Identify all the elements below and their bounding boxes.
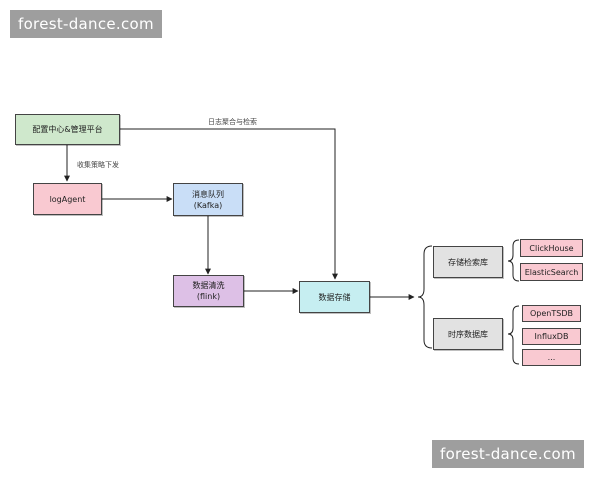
node-config-center-label: 配置中心&管理平台 xyxy=(32,125,103,134)
node-clickhouse-label: ClickHouse xyxy=(529,243,574,253)
node-ellipsis[interactable]: ... xyxy=(522,349,581,366)
watermark-top: forest-dance.com xyxy=(10,10,162,38)
node-ellipsis-label: ... xyxy=(547,353,556,362)
watermark-bottom: forest-dance.com xyxy=(432,440,584,468)
node-influxdb-label: InfluxDB xyxy=(534,332,569,341)
node-message-queue[interactable]: 消息队列 (Kafka) xyxy=(173,183,243,216)
node-opentsdb[interactable]: OpenTSDB xyxy=(522,305,581,322)
brace-search-dbs xyxy=(507,239,520,282)
node-config-center[interactable]: 配置中心&管理平台 xyxy=(15,114,120,145)
node-data-storage[interactable]: 数据存储 xyxy=(299,281,370,313)
node-data-cleaning-sublabel: (flink) xyxy=(196,292,221,301)
node-storage-search-db-label: 存储检索库 xyxy=(448,257,488,267)
node-log-agent-label: logAgent xyxy=(49,194,86,204)
node-elasticsearch[interactable]: ElasticSearch xyxy=(520,263,583,281)
edge-label-log-aggregation: 日志聚合与检索 xyxy=(208,118,257,126)
node-message-queue-sublabel: (Kafka) xyxy=(193,200,223,210)
node-clickhouse[interactable]: ClickHouse xyxy=(520,239,583,257)
node-opentsdb-label: OpenTSDB xyxy=(530,309,573,318)
node-data-cleaning-label: 数据清洗 xyxy=(192,281,225,290)
brace-timeseries-dbs xyxy=(507,305,520,365)
node-log-agent[interactable]: logAgent xyxy=(33,183,102,215)
brace-storage-dbs xyxy=(417,245,433,349)
node-message-queue-label: 消息队列 xyxy=(192,189,224,199)
node-elasticsearch-label: ElasticSearch xyxy=(524,267,579,277)
node-data-cleaning[interactable]: 数据清洗 (flink) xyxy=(173,275,244,307)
node-data-storage-label: 数据存储 xyxy=(318,292,351,302)
node-influxdb[interactable]: InfluxDB xyxy=(522,328,581,345)
edge-config-to-storage xyxy=(120,128,338,280)
node-storage-search-db[interactable]: 存储检索库 xyxy=(433,246,503,278)
node-timeseries-db-label: 时序数据库 xyxy=(448,329,488,339)
edge-label-collect-strategy: 收集策略下发 xyxy=(77,161,119,169)
node-timeseries-db[interactable]: 时序数据库 xyxy=(433,318,503,350)
